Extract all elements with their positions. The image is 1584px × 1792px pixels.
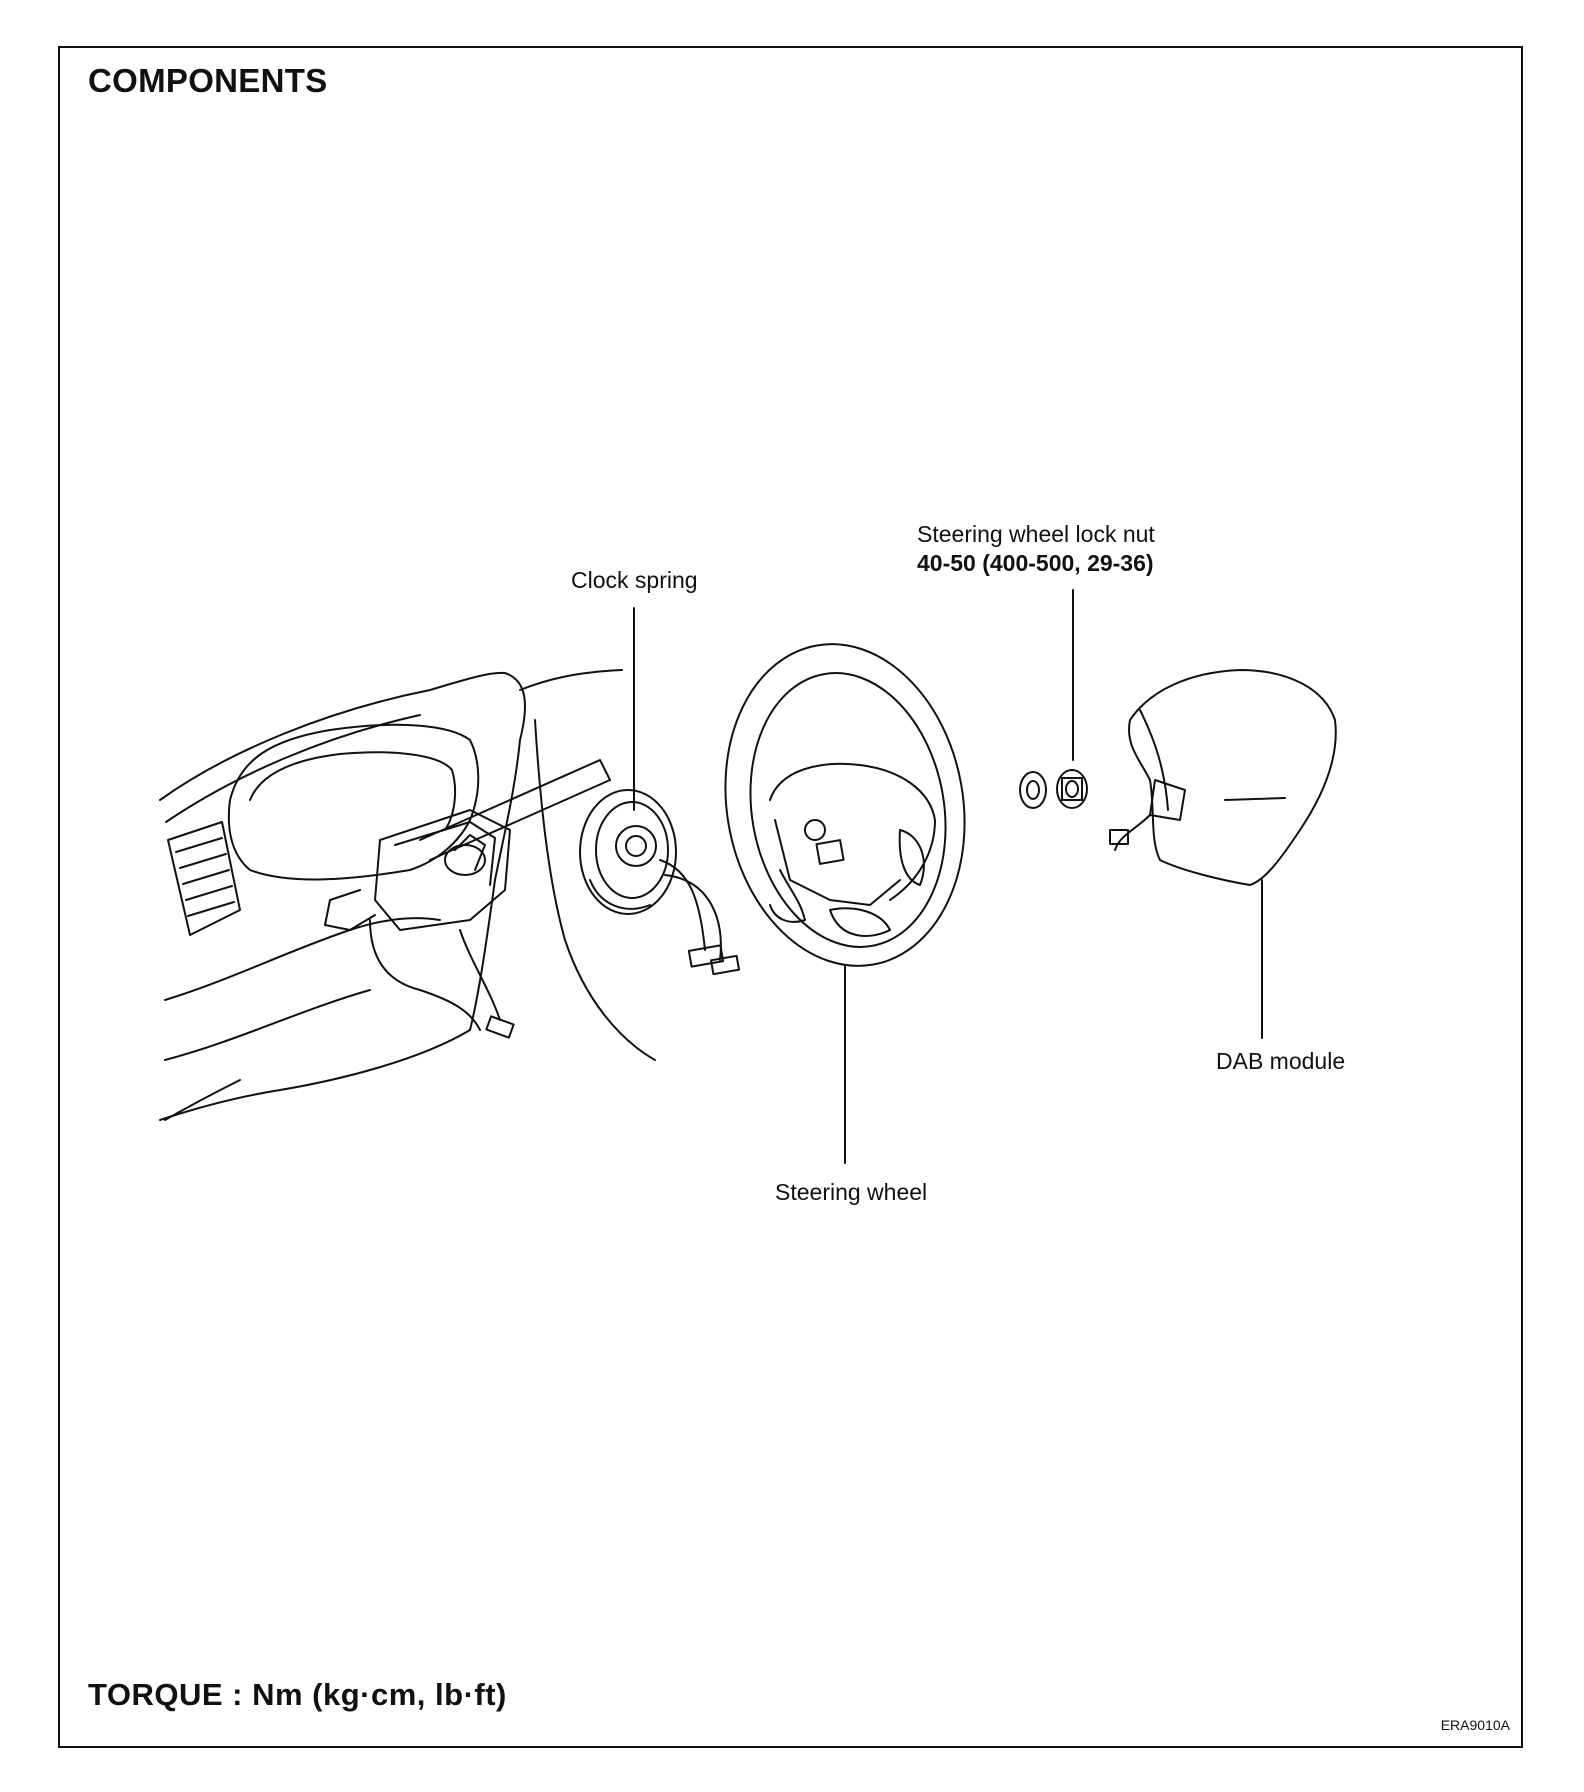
- torque-note: TORQUE : Nm (kg·cm, lb·ft): [88, 1677, 507, 1712]
- label-lock-nut: Steering wheel lock nut: [917, 521, 1155, 547]
- label-lock-nut-torque: 40-50 (400-500, 29-36): [917, 550, 1154, 576]
- lock-nut-drawing: [1019, 769, 1088, 809]
- dab-module-drawing: [1109, 669, 1337, 886]
- clock-spring-drawing: [579, 789, 741, 976]
- label-dab-module: DAB module: [1216, 1048, 1346, 1074]
- label-steering-wheel: Steering wheel: [775, 1179, 928, 1205]
- label-clock-spring: Clock spring: [571, 567, 698, 593]
- page-frame: [58, 46, 1523, 1748]
- page-title: COMPONENTS: [88, 62, 328, 99]
- dashboard-drawing: [159, 669, 656, 1121]
- figure-code: ERA9010A: [1440, 1717, 1510, 1733]
- steering-wheel-drawing: [724, 643, 966, 967]
